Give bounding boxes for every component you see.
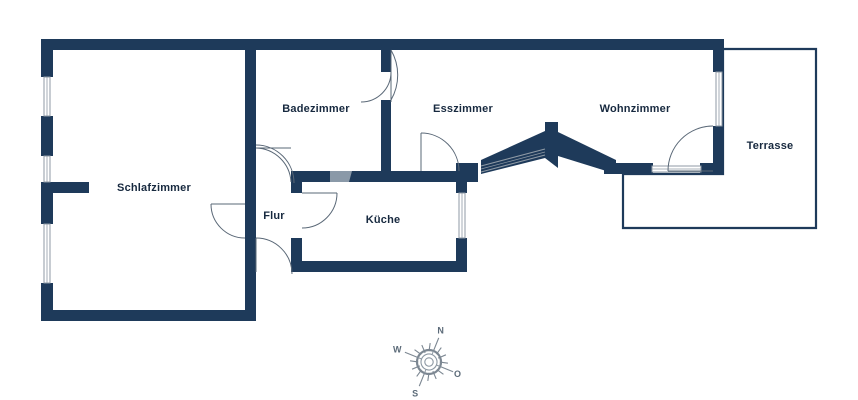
room-label-esszimmer: Esszimmer [433,103,493,115]
room-label-schlafzimmer: Schlafzimmer [117,182,191,194]
compass-north-label: N [437,325,444,335]
apartment-walls [41,39,724,321]
room-label-wohnzimmer: Wohnzimmer [600,103,671,115]
fixtures [330,171,352,182]
compass-west-label: W [393,344,402,354]
door-swings [210,49,714,275]
room-label-flur: Flur [263,210,285,222]
compass-rose: N O S W [393,325,461,398]
room-label-badezimmer: Badezimmer [282,103,350,115]
room-label-terrasse: Terrasse [747,140,794,152]
compass-east-label: O [454,369,461,379]
compass-south-label: S [412,388,418,398]
windows [43,71,723,284]
room-label-kuche: Küche [366,214,401,226]
room-labels: Schlafzimmer Badezimmer Esszimmer Wohnzi… [117,103,793,226]
